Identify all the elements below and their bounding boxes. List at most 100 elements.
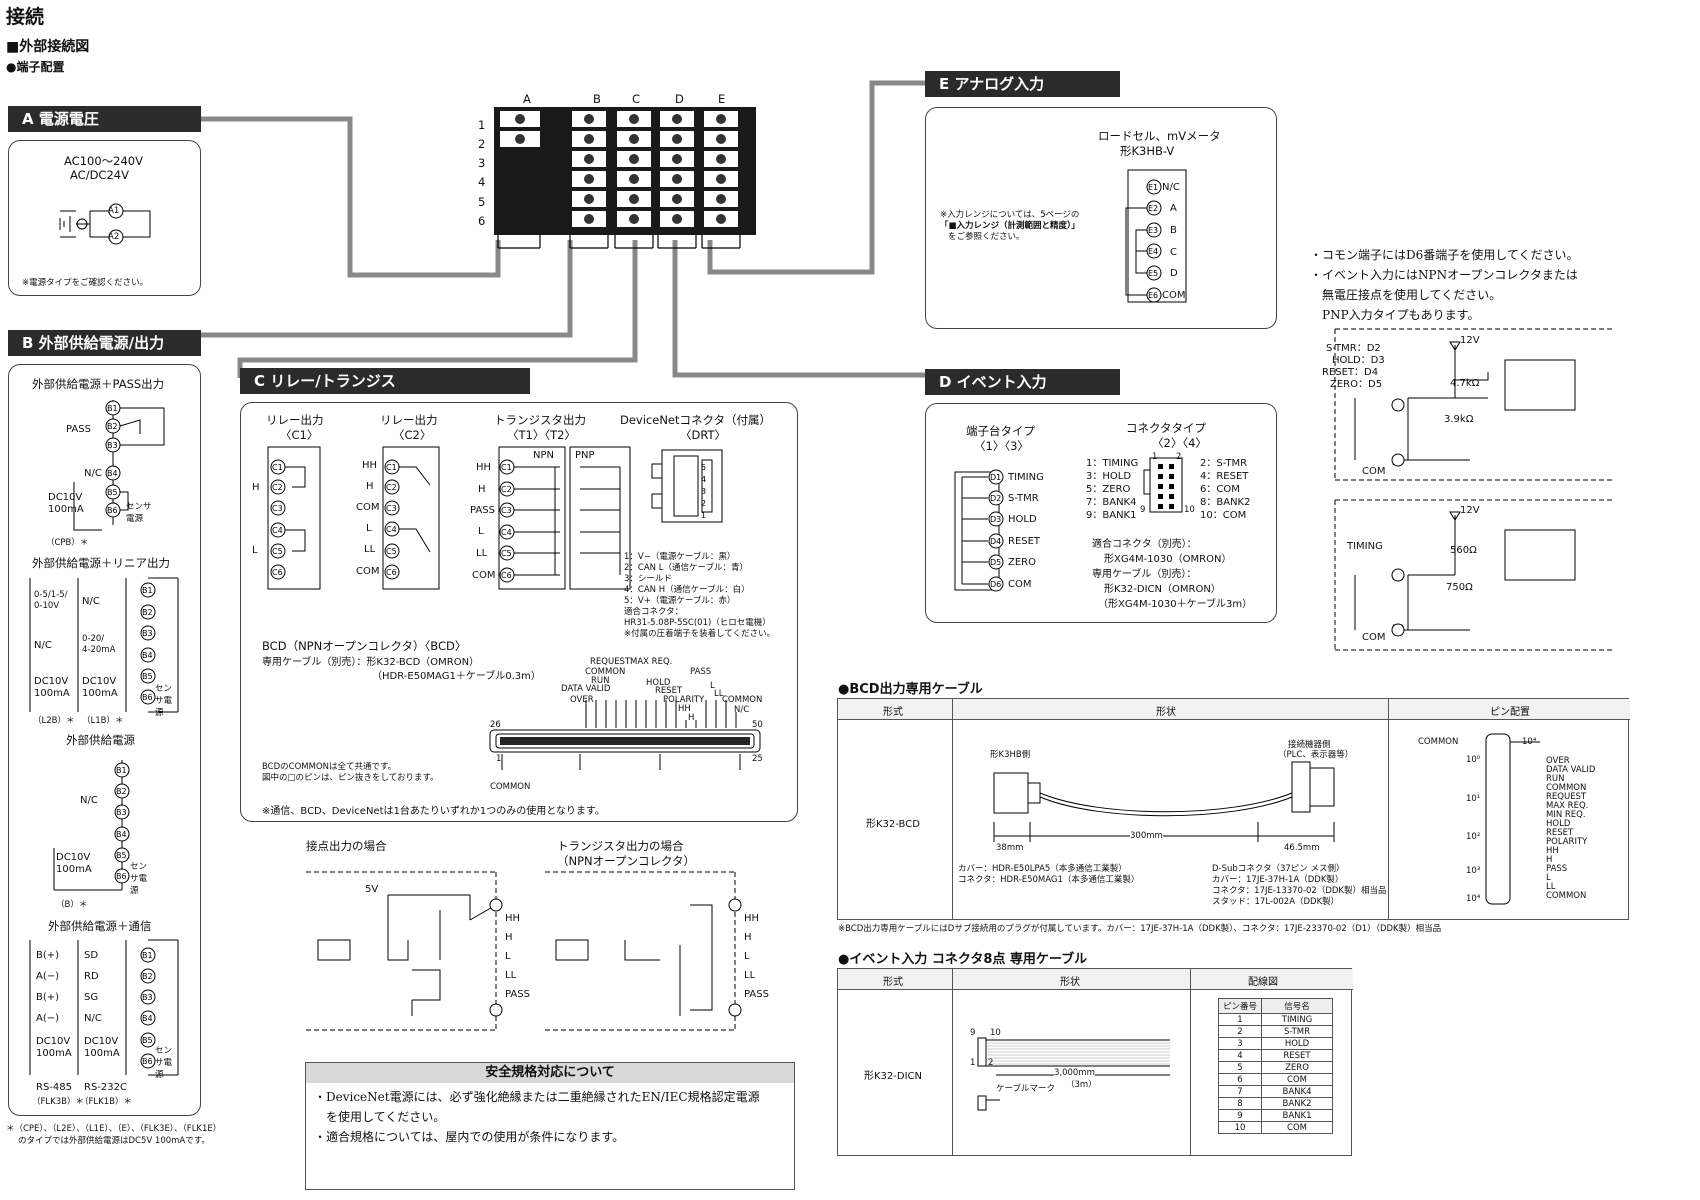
contact-out-hh: HH [505,913,521,924]
svg-text:B5: B5 [142,1036,153,1045]
bcd-sig-h: H [688,713,695,723]
line-e [707,80,925,275]
trans-out-ll: LL [744,970,756,981]
conn-left-2: 5：ZERO [1086,484,1131,495]
panel-b-s4-left-0: B(+) [36,950,60,961]
panel-d-type1: 端子台タイプ [966,424,1035,438]
svg-text:B4: B4 [116,830,127,839]
conn-pin-9: 9 [1140,505,1146,515]
bcd-table-h1: 形式 [883,707,903,718]
svg-text:B2: B2 [142,972,153,981]
row-label-1: 1 [478,118,486,132]
svg-text:C1: C1 [501,463,512,472]
panel-e-label-nc: N/C [1162,182,1180,193]
wiring-h1: ピン番号 [1218,998,1262,1014]
tr-label-h: H [478,484,486,495]
event-cable-title: ●イベント入力 コネクタ8点 専用ケーブル [838,952,1088,967]
dsub-pow-0: 10⁰ [1466,755,1481,765]
bcd-sig-run: RUN [591,676,610,686]
event-c2-com: COM [1362,632,1386,643]
event-c2-r1: 560Ω [1450,545,1477,556]
event-table-h2: 形状 [1060,977,1080,988]
bcd-right-part-4: スタッド：17L-002A（DDK製） [1212,897,1340,907]
svg-text:4: 4 [701,475,706,484]
dsub-pin-datavalid: DATA VALID [1546,765,1596,775]
bcd-dim3: 46.5mm [1284,843,1320,853]
dsub-pin-reset: RESET [1546,828,1574,838]
bcd-right-part-3: コネクタ：17JE-13370-02（DDK製）相当品 [1212,886,1387,896]
panel-d-label-zero: ZERO [1008,557,1036,568]
panel-b-s4-ma1: 100mA [36,1048,72,1059]
wiring-signal: ZERO [1261,1061,1333,1074]
svg-text:E3: E3 [1148,226,1158,235]
panel-b-s3-sensor: センサ電源 [130,862,148,896]
subsection-title: ●端子配置 [6,60,65,74]
footnote-b-1: ＊（CPE）、（L2E）、（L1E）、（E）、（FLK3E）、（FLK1E） [6,1124,222,1134]
panel-e-label-d: D [1170,268,1178,279]
section-title: ■外部接続図 [6,39,90,55]
col-label-a: A [523,92,531,106]
panel-e-label-com: COM [1162,290,1186,301]
footnote-b-2: のタイプでは外部供給電源はDC5V 100mAです。 [18,1136,210,1146]
panel-b-s2-ma2: 100mA [82,688,118,699]
devnet-fit: 適合コネクタ： [624,607,684,617]
event-c2-12v: 12V [1460,505,1480,516]
dsub-pin-maxreq: MAX REQ. [1546,801,1589,811]
svg-text:C4: C4 [272,526,283,535]
svg-text:E1: E1 [1148,183,1158,192]
svg-text:C6: C6 [386,568,397,577]
panel-b-b-label: （B）＊ [56,900,88,910]
trans-out-title2: （NPNオープンコレクタ） [557,854,695,868]
panel-e-device: ロードセル、mVメータ [1098,129,1221,143]
conn-left-0: 1：TIMING [1086,458,1139,469]
devnet-pin-3: 3：シールド [624,574,672,584]
event-table-divider-1 [952,969,953,1155]
panel-e-box [925,107,1277,329]
panel-b-s3-nc: N/C [80,795,98,806]
bcd-sig-maxreq: MAX REQ. [630,657,673,667]
contact-out-5v: 5V [365,884,379,895]
panel-d-c5: （形XG4M-1030＋ケーブル3m） [1098,599,1253,610]
row-label-6: 6 [478,214,486,228]
event-table-h1: 形式 [883,977,903,988]
svg-text:C1: C1 [386,463,397,472]
line-a [183,116,501,278]
panel-e-label-c: C [1170,247,1177,258]
conn-left-4: 9：BANK1 [1086,510,1137,521]
svg-text:D3: D3 [990,515,1001,524]
wiring-h2: 信号名 [1261,998,1333,1014]
panel-b-s2-dc2: DC10V [82,676,117,687]
trans-out-h: H [744,932,752,943]
right-note-1: ・イベント入力にはNPNオープンコレクタまたは [1310,268,1578,282]
event-c1-12v: 12V [1460,335,1480,346]
bcd-dim1: 38mm [996,843,1024,853]
panel-d-label-com: COM [1008,579,1032,590]
bcd-table-h2: 形状 [1156,707,1176,718]
bcd-sig-hh: HH [678,704,691,714]
panel-d-type2: コネクタタイプ [1126,421,1207,435]
tr-label-hh: HH [476,462,492,473]
event-len: 3,000mm [1054,1068,1095,1078]
right-note-2: 無電圧接点を使用してください。 [1310,288,1502,302]
wiring-pin: 10 [1218,1121,1262,1134]
c2-label-ll: LL [364,544,376,555]
bcd-sig-ll: LL [714,689,724,699]
devnet-fit-model: HR31-5.08P-5SC(01)（ヒロセ電機） [624,618,771,628]
dsub-common-top: COMMON [1418,737,1459,747]
panel-d-label-stmr: S-TMR [1008,493,1039,504]
panel-b-s2-opt1b: 0-10V [34,601,60,611]
panel-b-s4-left-2: B(+) [36,992,60,1003]
panel-b-s3-dc: DC10V [56,852,91,863]
svg-text:B6: B6 [116,872,127,881]
svg-text:B3: B3 [116,808,127,817]
